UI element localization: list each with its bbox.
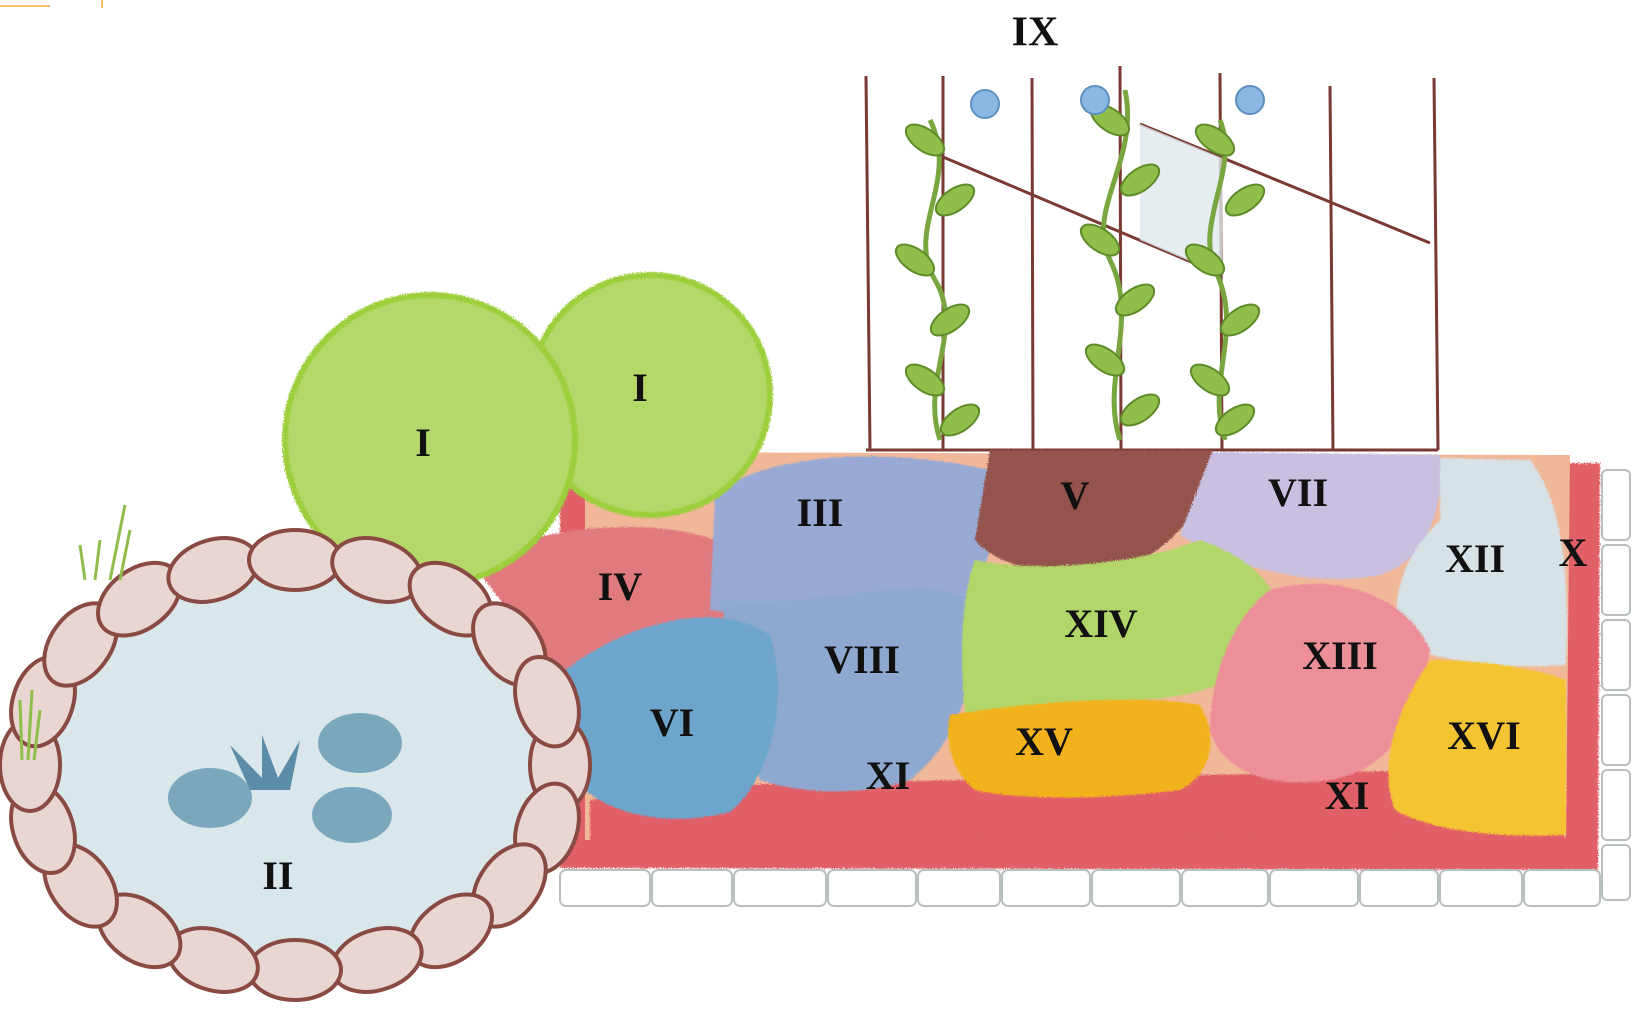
label-IV: IV: [598, 564, 643, 609]
wall-stone: [1360, 870, 1438, 906]
corner-mark: [0, 0, 102, 8]
trellis-post: [1032, 78, 1033, 450]
vine-leaf: [926, 298, 975, 341]
wall-stone: [1440, 870, 1522, 906]
morning-glory-flower: [971, 90, 999, 118]
grass-tuft: [80, 505, 130, 580]
label-XII: XII: [1445, 536, 1505, 581]
trellis-post: [1434, 78, 1438, 450]
wall-stone: [1602, 695, 1630, 765]
label-III: III: [797, 490, 844, 535]
label-VI: VI: [650, 700, 694, 745]
vine-leaf: [1186, 358, 1235, 401]
vine-leaf: [1216, 298, 1265, 341]
vine-leaf: [1221, 178, 1270, 221]
morning-glory-flower: [1081, 86, 1109, 114]
lily-pad: [168, 768, 252, 828]
trellis: [866, 66, 1438, 450]
morning-glory-flower: [1236, 86, 1264, 114]
vine-leaves: [891, 98, 1270, 441]
wall-stone: [1602, 470, 1630, 540]
wall-stone: [1602, 620, 1630, 690]
pond-stone: [249, 940, 341, 1000]
vine-leaf: [1116, 388, 1165, 431]
label-XI-right: XI: [1325, 773, 1369, 818]
pond-stone: [249, 530, 341, 590]
lily-pad: [312, 787, 392, 843]
label-XVI: XVI: [1447, 713, 1520, 758]
label-VIII: VIII: [824, 637, 900, 682]
wall-stone: [1270, 870, 1358, 906]
trellis-post: [866, 76, 870, 450]
trellis-post: [1330, 86, 1333, 450]
label-V: V: [1061, 473, 1090, 518]
wall-stone: [1524, 870, 1600, 906]
wall-stone: [1602, 845, 1630, 900]
wall-stone: [1002, 870, 1090, 906]
wall-stone: [1182, 870, 1268, 906]
lily-pad: [318, 713, 402, 773]
wall-stone: [734, 870, 826, 906]
vine-stem: [1103, 90, 1127, 440]
label-XI-left: XI: [866, 753, 910, 798]
zone-XV: [948, 700, 1210, 798]
label-II: II: [262, 853, 293, 898]
label-XIV: XIV: [1064, 601, 1137, 646]
label-IX: IX: [1012, 10, 1059, 56]
label-X: X: [1559, 530, 1588, 575]
wall-stone: [1602, 770, 1630, 840]
wall-stone: [828, 870, 916, 906]
label-XIII: XIII: [1302, 633, 1378, 678]
label-XV: XV: [1015, 719, 1073, 764]
label-I-right: I: [632, 365, 648, 410]
wall-stone: [652, 870, 732, 906]
label-I-left: I: [415, 420, 431, 465]
wall-stone: [1602, 545, 1630, 615]
label-VII: VII: [1268, 470, 1328, 515]
wall-stone: [1092, 870, 1180, 906]
wall-stone: [560, 870, 650, 906]
wall-stone: [918, 870, 1000, 906]
